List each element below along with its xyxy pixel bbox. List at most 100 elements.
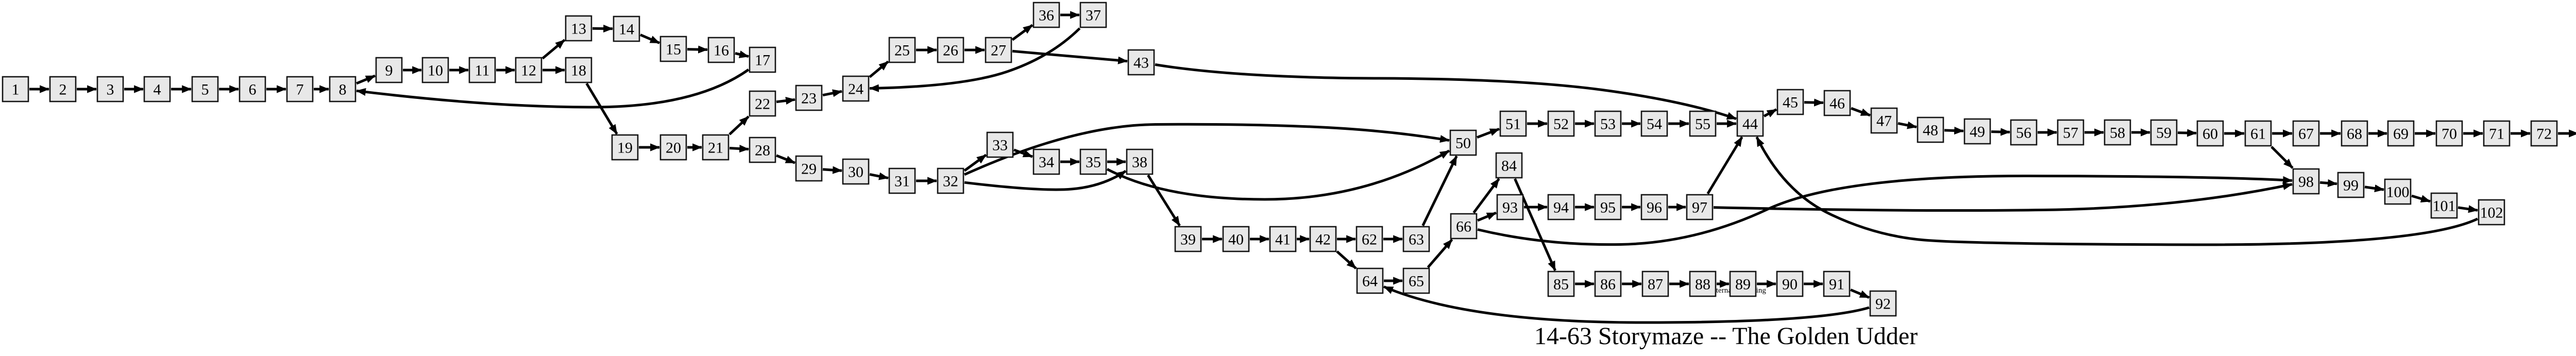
node-label: 86 <box>1600 276 1616 293</box>
graph-node-98: 98 <box>2292 168 2320 195</box>
graph-node-25: 25 <box>888 37 916 63</box>
graph-node-13: 13 <box>565 15 592 42</box>
graph-node-97: 97 <box>1686 194 1714 221</box>
graph-edge-97-98 <box>1713 182 2293 212</box>
graph-node-65: 65 <box>1402 267 1430 294</box>
node-label: 42 <box>1315 231 1331 248</box>
node-label: 14 <box>619 21 634 38</box>
graph-edge-47-48 <box>1897 121 1918 129</box>
graph-node-92: 92 <box>1869 290 1897 317</box>
node-box <box>49 76 77 103</box>
graph-node-22: 22 <box>749 90 776 117</box>
graph-node-44: 44 <box>1736 110 1764 137</box>
graph-edge-32-50 <box>963 123 1450 176</box>
node-box <box>659 36 687 62</box>
node-box <box>329 76 357 103</box>
node-label: 91 <box>1829 276 1844 293</box>
graph-edge-100-101 <box>2411 194 2431 203</box>
node-box <box>613 15 640 42</box>
graph-node-19: 19 <box>611 134 639 161</box>
node-box <box>375 57 403 83</box>
node-label: 22 <box>755 96 770 113</box>
node-label: 2 <box>59 81 67 98</box>
node-label: 36 <box>1039 7 1054 24</box>
node-label: 102 <box>2480 205 2503 222</box>
graph-node-95: 95 <box>1594 194 1622 221</box>
graph-node-14: 14 <box>613 15 640 42</box>
graph-node-68: 68 <box>2341 120 2368 147</box>
graph-edge-97-44 <box>1706 136 1743 195</box>
node-label: 37 <box>1086 7 1101 24</box>
graph-edge-38-39 <box>1147 174 1181 227</box>
node-label: 17 <box>755 52 770 69</box>
node-label: 89 <box>1735 276 1751 293</box>
node-box <box>2384 178 2412 205</box>
graph-node-61: 61 <box>2244 120 2272 147</box>
graph-node-48: 48 <box>1917 116 1944 143</box>
node-box <box>1869 290 1897 317</box>
node-label: 18 <box>571 62 586 79</box>
graph-node-16: 16 <box>707 37 735 63</box>
graph-edge-14-15 <box>640 33 660 44</box>
graph-edge-12-13 <box>541 39 566 60</box>
node-box <box>749 137 776 163</box>
node-label: 46 <box>1829 95 1845 112</box>
graph-node-40: 40 <box>1222 226 1250 252</box>
node-label: 94 <box>1553 199 1569 216</box>
diagram-title: 14-63 Storymaze -- The Golden Udder <box>1534 323 1918 350</box>
node-box <box>1641 270 1669 297</box>
graph-edge-22-23 <box>776 96 796 105</box>
graph-node-10: 10 <box>421 57 449 83</box>
graph-node-30: 30 <box>842 158 870 185</box>
node-label: 10 <box>428 62 443 79</box>
node-box <box>1736 110 1764 137</box>
node-box <box>842 75 870 102</box>
graph-node-49: 49 <box>1963 118 1991 145</box>
node-label: 95 <box>1600 199 1616 216</box>
graph-edge-23-24 <box>822 89 843 97</box>
graph-edge-92-64 <box>1383 285 1870 324</box>
graph-node-34: 34 <box>1032 148 1060 175</box>
node-label: 60 <box>2202 126 2218 143</box>
node-box <box>2387 120 2415 147</box>
node-label: 51 <box>1505 116 1521 133</box>
graph-node-88: 88 <box>1689 270 1717 297</box>
node-box <box>1450 213 1478 240</box>
node-label: 47 <box>1876 113 1892 130</box>
graph-node-86: 86 <box>1594 270 1622 297</box>
graph-edge-65-66 <box>1427 239 1453 268</box>
graph-edge-27-36 <box>1011 24 1033 41</box>
graph-node-20: 20 <box>659 134 687 161</box>
graph-edge-8-9 <box>356 74 376 85</box>
graph-node-93: 93 <box>1496 194 1524 221</box>
graph-node-87: 87 <box>1641 270 1669 297</box>
node-box <box>1547 270 1575 297</box>
node-box <box>702 134 730 161</box>
node-label: 65 <box>1409 273 1424 290</box>
edges-layer: alternative ending <box>29 11 2576 324</box>
node-box <box>1823 90 1851 116</box>
node-label: 44 <box>1742 116 1758 133</box>
graph-edge-101-102 <box>2458 205 2479 213</box>
graph-node-36: 36 <box>1032 2 1060 28</box>
graph-node-7: 7 <box>286 76 314 103</box>
node-box <box>1640 194 1668 221</box>
graph-node-33: 33 <box>986 131 1014 158</box>
node-label: 69 <box>2393 126 2409 143</box>
graph-node-60: 60 <box>2196 120 2224 147</box>
node-box <box>1689 270 1717 297</box>
graph-node-66: 66 <box>1450 213 1478 240</box>
node-box <box>1079 2 1107 28</box>
graph-node-84: 84 <box>1495 152 1523 179</box>
graph-node-59: 59 <box>2150 119 2178 146</box>
node-box <box>1032 2 1060 28</box>
node-label: 9 <box>385 62 393 79</box>
graph-node-47: 47 <box>1870 107 1898 134</box>
graph-node-6: 6 <box>239 76 266 103</box>
node-box <box>421 57 449 83</box>
graph-node-9: 9 <box>375 57 403 83</box>
graph-edge-17-8 <box>355 69 750 109</box>
node-box <box>1963 118 1991 145</box>
graph-edge-35-50 <box>1106 149 1450 201</box>
graph-node-5: 5 <box>191 76 219 103</box>
